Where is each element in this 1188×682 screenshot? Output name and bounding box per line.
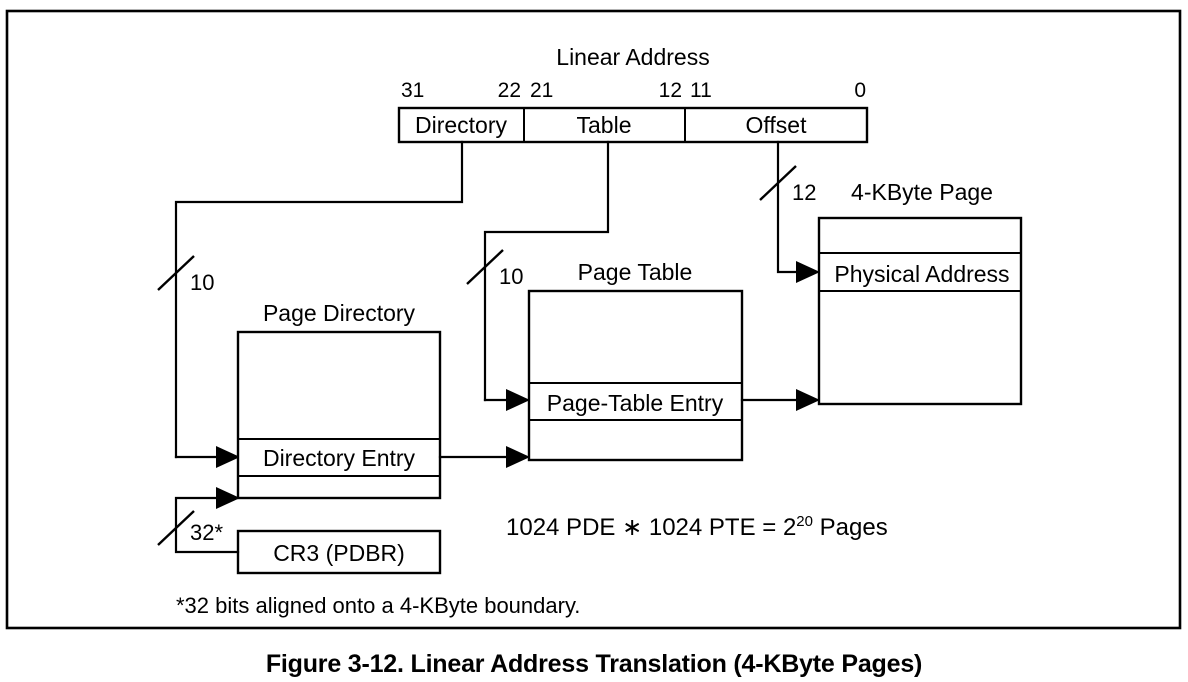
physical-address-label: Physical Address [834,261,1009,287]
alignment-note: *32 bits aligned onto a 4-KByte boundary… [176,593,580,618]
slash-directory-index [157,255,195,291]
slash-page-offset [759,165,797,201]
arrowhead-page-table-base-in [506,446,530,468]
arrowhead-page-table-entry-in [506,389,530,411]
bus-width-directory-index: 10 [190,270,214,295]
arrowhead-page-frame-base-in [796,389,820,411]
page-frame-box [817,216,1023,406]
bit-label-21: 21 [530,79,553,102]
page-frame-title: 4-KByte Page [851,179,993,205]
bit-label-0: 0 [854,79,866,102]
bit-label-11: 11 [690,79,712,102]
page-table-entry-label: Page-Table Entry [547,390,724,416]
page-table-title: Page Table [578,259,693,285]
pages-formula-tail: Pages [813,514,888,541]
page-table-box [527,289,744,462]
bus-width-page-offset: 12 [792,180,816,205]
wire-table-index [483,140,610,402]
field-label-offset: Offset [746,112,808,138]
field-label-directory: Directory [415,112,508,138]
wire-page-offset [776,140,800,274]
wire-cr3-base [174,496,240,554]
directory-entry-label: Directory Entry [263,445,416,471]
page-directory-box [236,330,442,500]
figure-border [5,9,1182,630]
bus-width-cr3-base: 32* [190,520,223,545]
bus-width-table-index: 10 [499,264,523,289]
pages-formula-exponent: 20 [796,513,813,530]
arrowhead-directory-entry-in [216,446,240,468]
arrowhead-physical-address-in [796,261,820,283]
arrowhead-page-directory-base-in [216,487,240,509]
cr3-box [236,529,442,575]
pages-formula: 1024 PDE ∗ 1024 PTE = 220 Pages [506,513,888,541]
slash-cr3-base [157,510,195,546]
pages-formula-base: 1024 PDE ∗ 1024 PTE = 2 [506,514,796,541]
page-directory-title: Page Directory [263,300,416,326]
cr3-label: CR3 (PDBR) [273,540,405,566]
linear-address-title: Linear Address [556,44,709,70]
linear-address-bar [397,106,869,144]
bit-label-31: 31 [401,79,424,102]
figure-caption: Figure 3-12. Linear Address Translation … [266,650,922,678]
wire-directory-index [174,140,464,459]
bit-label-22: 22 [498,79,521,102]
slash-table-index [466,249,504,285]
bit-label-12: 12 [659,79,682,102]
field-label-table: Table [577,112,632,138]
